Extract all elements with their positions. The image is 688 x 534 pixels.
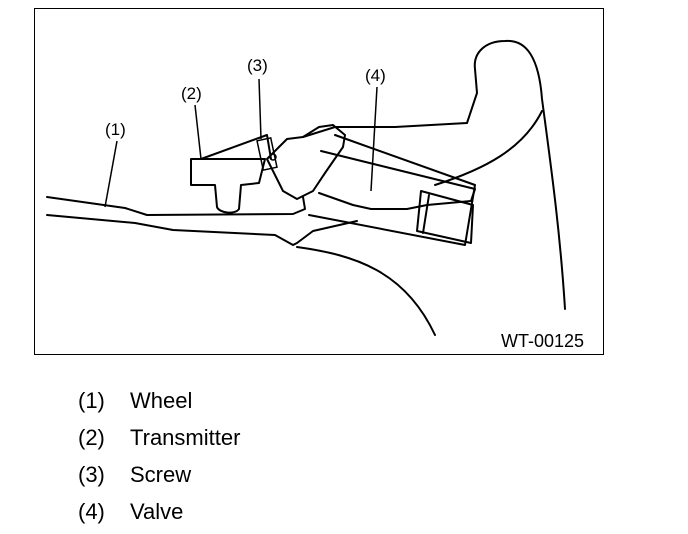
tire-outline [302,39,566,310]
transmitter-top [200,134,272,160]
wheel-rim-inner-curve [296,246,436,336]
wheel-rim-outline-top [46,196,306,216]
leader-line-2 [194,104,202,160]
legend-number: (2) [78,424,105,450]
tire-bead-line [434,110,543,186]
legend-item: (4) Valve [78,493,240,530]
callout-1: (1) [105,120,126,139]
valve-nut [266,124,346,200]
figure-code: WT-00125 [501,331,584,351]
valve-cap-line [422,194,430,234]
transmitter-body [190,158,266,214]
wheel-rim-outline-bottom [46,214,358,246]
legend-number: (4) [78,498,105,524]
legend: (1) Wheel (2) Transmitter (3) Screw (4) … [78,382,240,530]
legend-number: (3) [78,461,105,487]
callout-3: (3) [247,56,268,75]
wheel-transmitter-diagram: (1) (2) (3) (4) WT-00125 [46,39,584,351]
legend-item: (1) Wheel [78,382,240,419]
legend-label: Screw [130,461,192,487]
legend-label: Wheel [130,387,193,413]
valve-stem-body [308,134,476,246]
leader-line-3 [258,78,262,140]
diagram-frame: (1) (2) (3) (4) WT-00125 [34,8,604,355]
legend-label: Valve [130,498,184,524]
legend-label: Transmitter [130,424,241,450]
callout-4: (4) [365,66,386,85]
legend-item: (3) Screw [78,456,240,493]
legend-number: (1) [78,387,105,413]
valve-cap [416,190,474,244]
leader-line-1 [104,140,118,208]
legend-item: (2) Transmitter [78,419,240,456]
callout-2: (2) [181,84,202,103]
leader-line-4 [370,86,378,192]
